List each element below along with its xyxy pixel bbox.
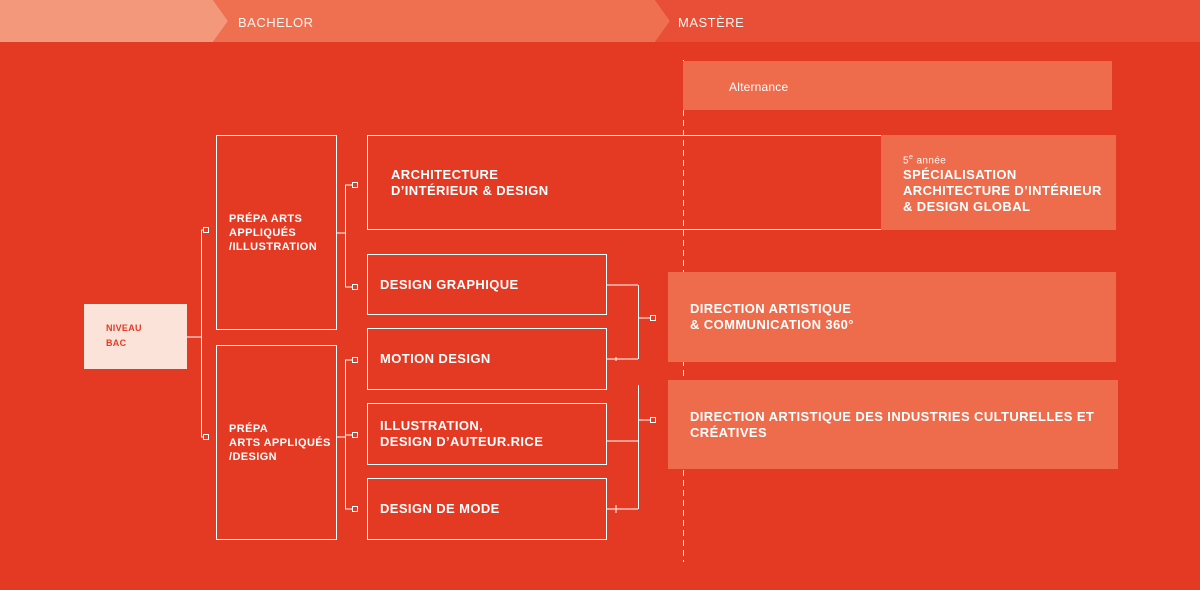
design-graphique-label: DESIGN GRAPHIQUE [380,276,519,292]
connector-dot-mode [352,506,358,512]
specialisation-year-num: 5 [903,155,909,167]
architecture-label: ARCHITECTURE D’INTÉRIEUR & DESIGN [391,166,549,198]
motion-design-label: MOTION DESIGN [380,351,491,366]
connector-dot-industries [650,417,656,423]
header-label-bachelor: BACHELOR [238,15,314,30]
architecture-box: ARCHITECTURE D’INTÉRIEUR & DESIGN [367,135,882,230]
design-mode-box: DESIGN DE MODE [367,478,607,540]
connector-dot-motion [352,357,358,363]
prepa-illustration-box: PRÉPA ARTS APPLIQUÉS /ILLUSTRATION [216,135,337,330]
connector-dot-design-graphique [352,284,358,290]
prepa-illustration-label: PRÉPA ARTS APPLIQUÉS /ILLUSTRATION [229,212,318,253]
prepa-design-label: PRÉPA ARTS APPLIQUÉS /DESIGN [229,422,331,463]
alternance-panel: Alternance [683,61,1112,110]
design-graphique-box: DESIGN GRAPHIQUE [367,254,607,315]
illustration-label: ILLUSTRATION, DESIGN D’AUTEUR.RICE [380,418,544,449]
motion-design-box: MOTION DESIGN [367,328,607,390]
direction-artistique-panel: DIRECTION ARTISTIQUE & COMMUNICATION 360… [668,272,1116,362]
specialisation-year: 5e année [903,151,1116,167]
connector-dot-da360 [650,315,656,321]
design-mode-label: DESIGN DE MODE [380,501,500,516]
specialisation-year-sup: e [908,154,914,161]
specialisation-title: SPÉCIALISATION ARCHITECTURE D’INTÉRIEUR … [903,167,1102,215]
connector-dot-illustration [352,432,358,438]
specialisation-panel: 5e année SPÉCIALISATION ARCHITECTURE D’I… [881,135,1116,230]
illustration-box: ILLUSTRATION, DESIGN D’AUTEUR.RICE [367,403,607,465]
header-label-mastere: MASTÈRE [678,15,745,30]
direction-industries-panel: DIRECTION ARTISTIQUE DES INDUSTRIES CULT… [668,380,1118,469]
header-segment-1 [0,0,228,42]
direction-artistique-label: DIRECTION ARTISTIQUE & COMMUNICATION 360… [690,301,854,332]
alternance-label: Alternance [729,80,789,94]
connector-dot-prepa-bottom [203,434,209,440]
connector-dot-prepa-top [203,227,209,233]
specialisation-year-word: année [913,155,947,167]
direction-industries-label: DIRECTION ARTISTIQUE DES INDUSTRIES CULT… [690,409,1095,440]
connector-dot-architecture [352,182,358,188]
niveau-bac-box: NIVEAU BAC [84,304,187,369]
prepa-design-box: PRÉPA ARTS APPLIQUÉS /DESIGN [216,345,337,540]
